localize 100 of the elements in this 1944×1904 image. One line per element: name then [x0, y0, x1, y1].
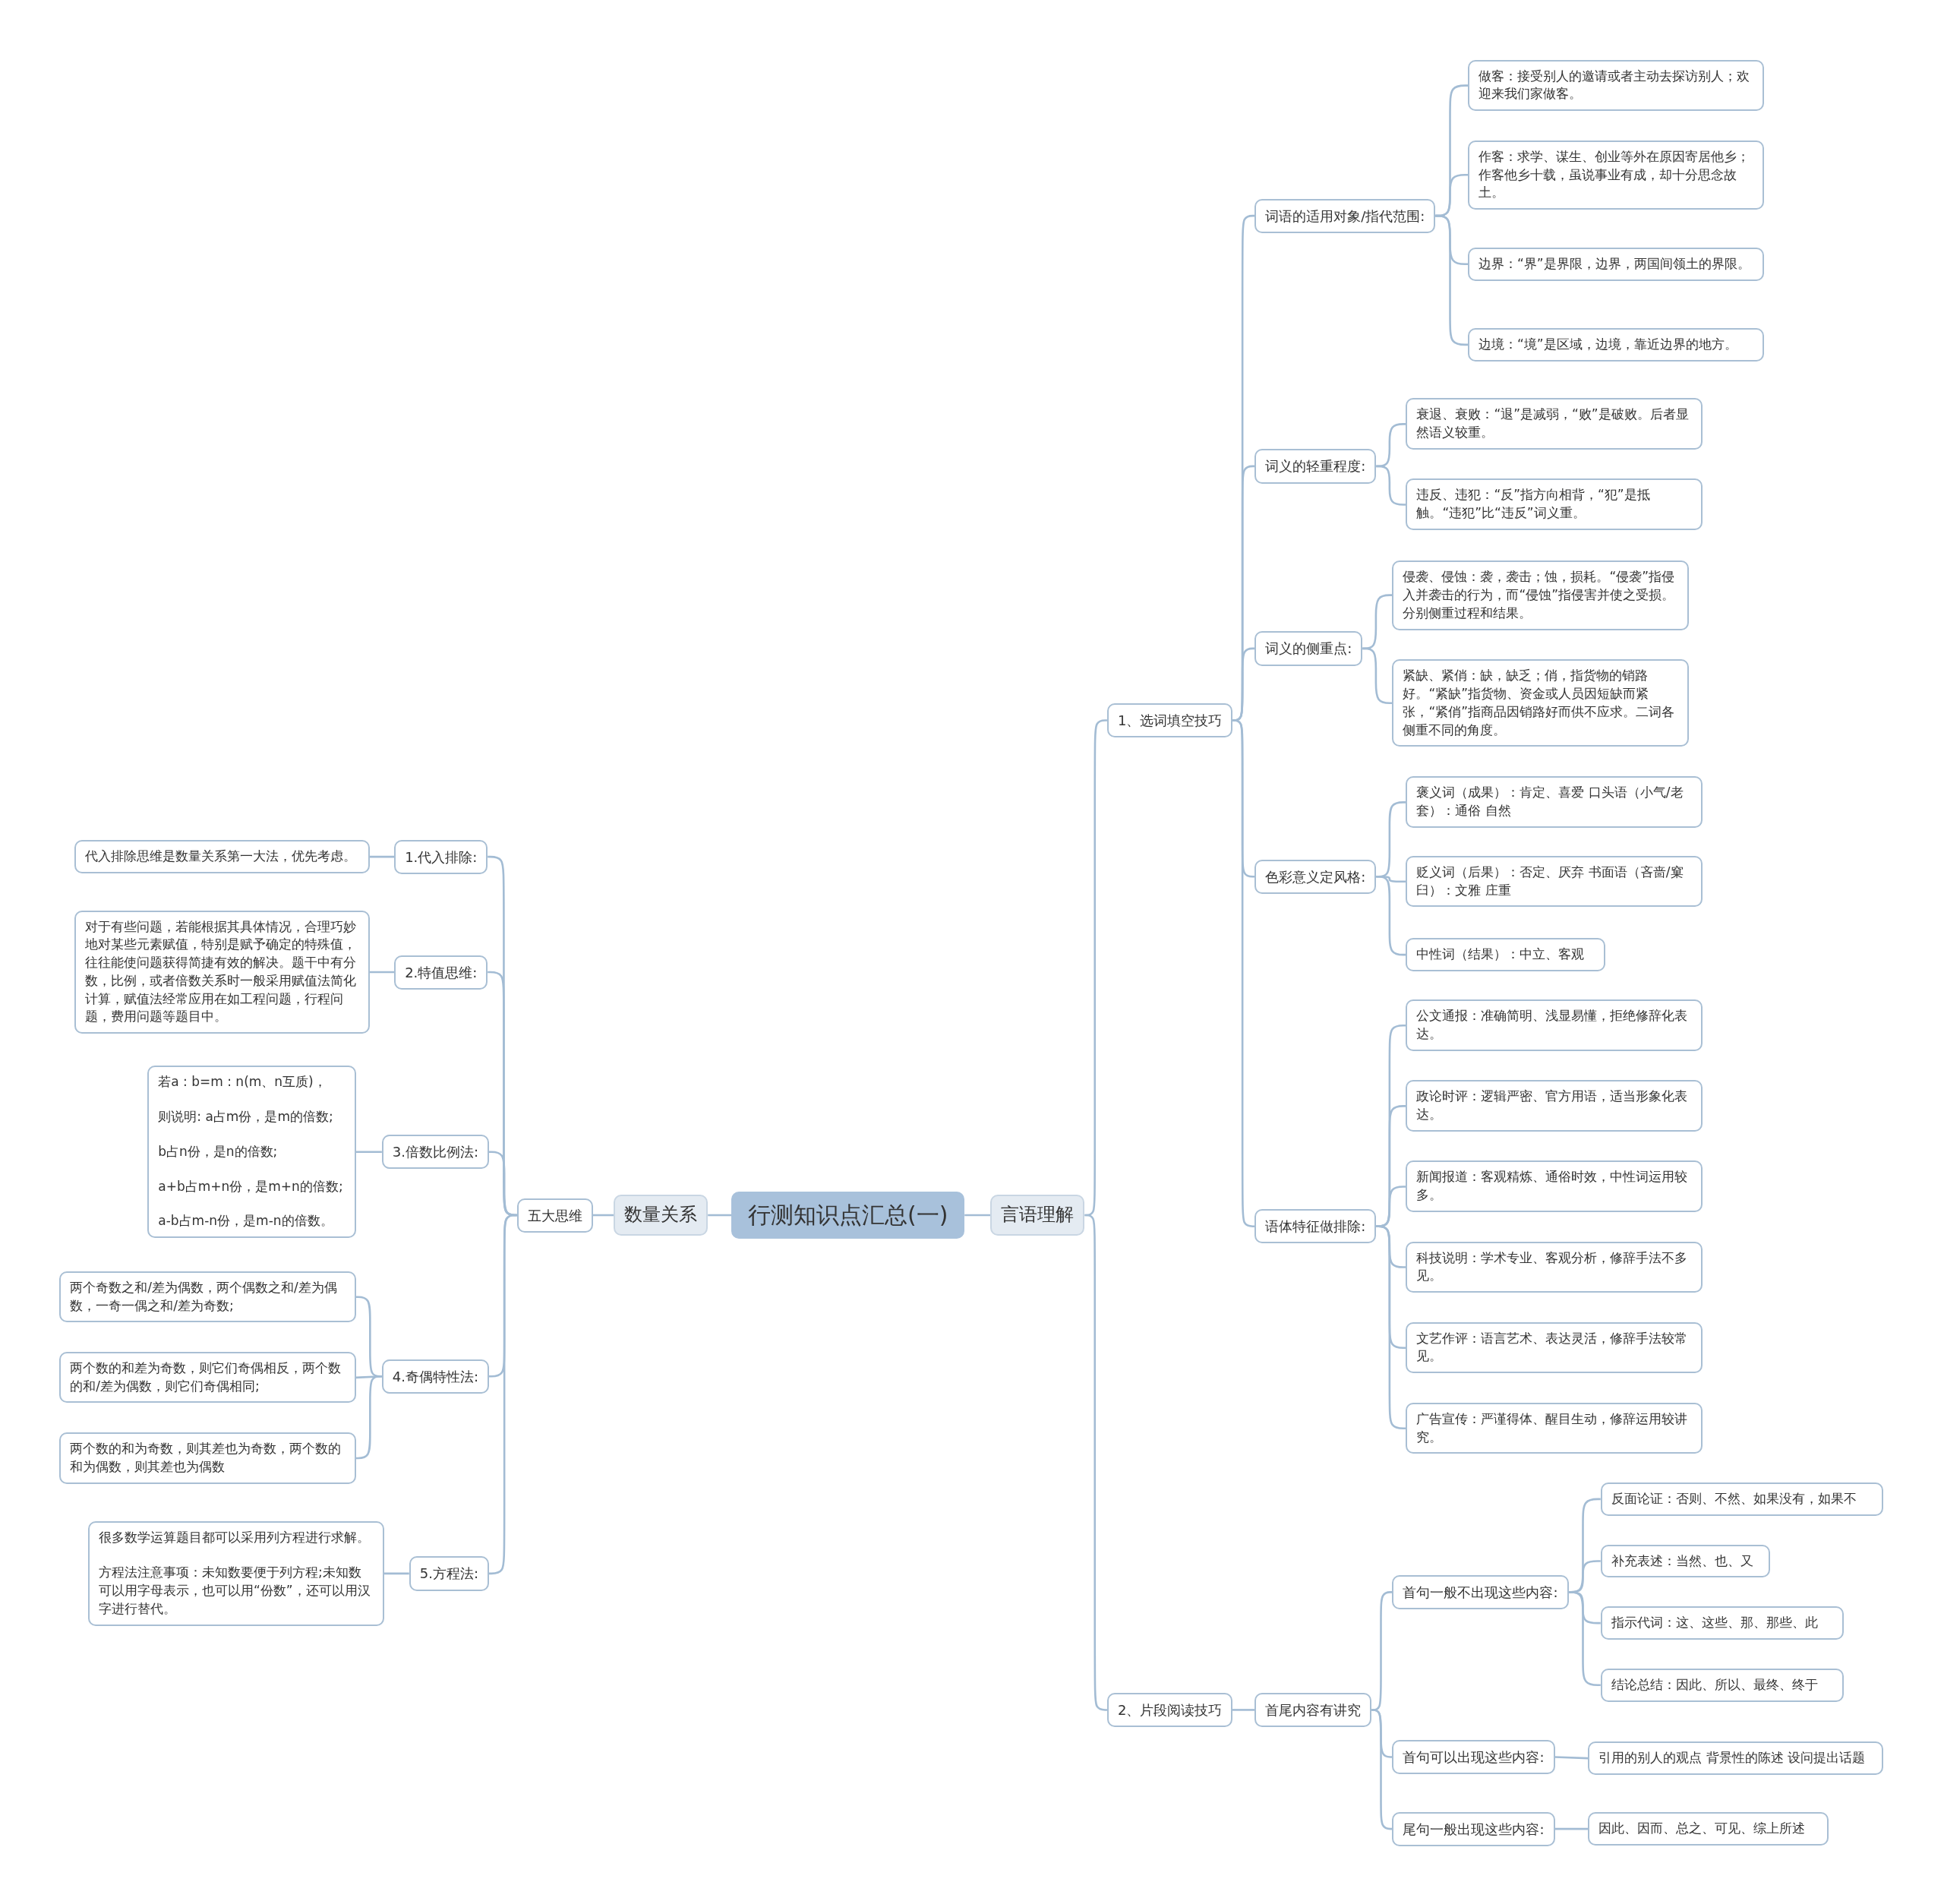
subtopic-box — [394, 839, 488, 874]
connector-line — [355, 1151, 382, 1154]
topic-text: b占n份，是n的倍数; — [158, 1142, 279, 1160]
topic-text: 词义的轻重程度: — [1265, 457, 1366, 476]
subtopic-box — [1254, 1209, 1377, 1244]
note-box — [1468, 247, 1765, 281]
topic-text: 补充表述：当然、也、又 — [1611, 1552, 1754, 1570]
topic-text: 数量关系 — [624, 1203, 698, 1227]
topic-text: 5.方程法: — [419, 1565, 478, 1584]
topic-text: 很多数学运算题目都可以采用列方程进行求解。 — [98, 1529, 371, 1547]
connector-line — [355, 1375, 382, 1460]
note-box — [1406, 938, 1606, 971]
note-box — [1392, 659, 1689, 747]
note-box — [1600, 1482, 1883, 1516]
note-box — [147, 1066, 356, 1239]
note-box — [1588, 1741, 1883, 1775]
connector-line — [1554, 1756, 1589, 1760]
connector-line — [708, 1214, 732, 1217]
note-box — [1600, 1668, 1844, 1702]
topic-text: 2.特值思维: — [405, 963, 478, 982]
topic-text: 结论总结：因此、所以、最终、终于 — [1611, 1675, 1819, 1694]
topic-text: 反面论证：否则、不然、如果没有，如果不 — [1611, 1489, 1857, 1508]
topic-text: 新闻报道：客观精炼、通俗时效，中性词运用较多。 — [1416, 1168, 1689, 1205]
note-box — [1468, 140, 1765, 210]
subtopic-box — [1254, 631, 1363, 666]
subtopic-box — [1392, 1574, 1569, 1609]
topic-text: 对于有些问题，若能根据其具体情况，合理巧妙地对某些元素赋值，特别是赋予确定的特殊值，往往能使问题获得简捷有效的解决。题干中有分数，比例，或者倍数关系时一般采用赋值法简化计算，赋值法经常应用在如工程问题，行程问题，费用问题等题目中。 — [84, 917, 357, 1026]
topic-text: 行测知识点汇总(一) — [748, 1201, 948, 1230]
connector-line — [1435, 214, 1469, 346]
subtopic-box — [409, 1556, 489, 1591]
topic-text: 边境：“境”是区域，边境，靠近边界的地方。 — [1479, 335, 1738, 353]
topic-text: 紧缺、紧俏：缺，缺乏；俏，指货物的销路好。“紧缺”指货物、资金或人员因短缺而紧张，“紧俏”指商品因销路好而供不应求。二词各侧重不同的角度。 — [1403, 667, 1676, 739]
topic-text: 两个数的和差为奇数，则它们奇偶相反，两个数的和/差为偶数，则它们奇偶相同; — [70, 1359, 342, 1395]
note-box — [1406, 478, 1703, 531]
topic-text: 做客：接受别人的邀请或者主动去探访别人；欢迎来我们家做客。 — [1479, 67, 1751, 103]
note-box — [1406, 776, 1703, 828]
topic-text: 首句一般不出现这些内容: — [1403, 1583, 1558, 1602]
topic-text: 衰退、衰败：“退”是减弱，“败”是破败。后者显然语义较重。 — [1416, 406, 1690, 442]
topic-text: 指示代词：这、这些、那、那些、此 — [1611, 1614, 1819, 1632]
topic-text: 边界：“界”是界限，边界，两国间领土的界限。 — [1479, 254, 1751, 273]
note-box — [1406, 855, 1703, 908]
topic-text: 方程法注意事项：未知数要便于列方程;未知数可以用字母表示，也可以用“份数”，还可以用汉字进行替代。 — [98, 1564, 371, 1618]
topic-text: 3.倍数比例法: — [392, 1143, 479, 1162]
connector-line — [592, 1214, 614, 1217]
note-box — [74, 840, 370, 873]
main-topic-box — [990, 1195, 1085, 1236]
note-box — [1588, 1812, 1829, 1846]
note-box — [1406, 1160, 1703, 1213]
topic-text: 言语理解 — [1001, 1203, 1075, 1227]
topic-text: 4.奇偶特性法: — [392, 1367, 479, 1386]
subtopic-box — [516, 1198, 593, 1233]
topic-text: 广告宣传：严谨得体、醒目生动，修辞运用较讲究。 — [1416, 1410, 1689, 1446]
topic-text: 公文通报：准确简明、浅显易懂，拒绝修辞化表达。 — [1416, 1007, 1689, 1043]
subtopic-box — [1106, 1692, 1233, 1728]
subtopic-box — [381, 1135, 490, 1170]
main-topic-box — [614, 1195, 708, 1236]
subtopic-box — [394, 955, 488, 990]
topic-text: 语体特征做排除: — [1265, 1217, 1366, 1236]
connector-line — [1371, 1709, 1393, 1830]
note-box — [1406, 1241, 1703, 1293]
topic-text: a+b占m+n份，是m+n的倍数; — [158, 1177, 344, 1195]
connector-line — [369, 971, 395, 974]
topic-text: 1、选词填空技巧 — [1117, 712, 1223, 731]
note-box — [87, 1521, 385, 1626]
topic-text: 两个奇数之和/差为偶数，两个偶数之和/差为偶数，一奇一偶之和/差为奇数; — [70, 1278, 338, 1315]
note-box — [1406, 1321, 1703, 1374]
connector-line — [1376, 876, 1407, 956]
connector-line — [964, 1214, 991, 1217]
note-box — [1406, 1080, 1703, 1132]
note-box — [1406, 999, 1703, 1051]
note-box — [59, 1432, 356, 1484]
subtopic-box — [1254, 1692, 1372, 1728]
note-box — [1406, 1402, 1703, 1454]
topic-text: 违反、违犯：“反”指方向相背，“犯”是抵触。“违犯”比“违反”词义重。 — [1416, 486, 1651, 523]
subtopic-box — [381, 1359, 490, 1394]
note-box — [59, 1351, 356, 1404]
connector-line — [1376, 465, 1407, 506]
note-box — [1600, 1606, 1844, 1640]
subtopic-box — [1254, 449, 1377, 484]
note-box — [1468, 327, 1765, 362]
subtopic-box — [1392, 1811, 1555, 1846]
note-box — [59, 1271, 356, 1323]
central-topic — [731, 1192, 965, 1239]
note-box — [1468, 59, 1765, 112]
topic-text: 两个数的和为奇数，则其差也为奇数，两个数的和为偶数，则其差也为偶数 — [70, 1440, 342, 1476]
subtopic-box — [1106, 703, 1233, 738]
topic-text: 1.代入排除: — [405, 848, 478, 867]
subtopic-box — [1392, 1739, 1555, 1775]
connector-line — [369, 855, 395, 858]
connector-line — [1554, 1827, 1589, 1830]
topic-text: 政论时评：逻辑严密、官方用语，适当形象化表达。 — [1416, 1088, 1689, 1124]
topic-text: 色彩意义定风格: — [1265, 867, 1366, 886]
connector-line — [1232, 1709, 1255, 1711]
topic-text: 词义的侧重点: — [1265, 639, 1352, 658]
topic-text: 因此、因而、总之、可见、综上所述 — [1598, 1820, 1807, 1838]
subtopic-box — [1254, 198, 1436, 233]
note-box — [74, 910, 370, 1034]
note-box — [1406, 398, 1703, 450]
topic-text: 尾句一般出现这些内容: — [1403, 1820, 1545, 1839]
note-box — [1392, 560, 1689, 630]
